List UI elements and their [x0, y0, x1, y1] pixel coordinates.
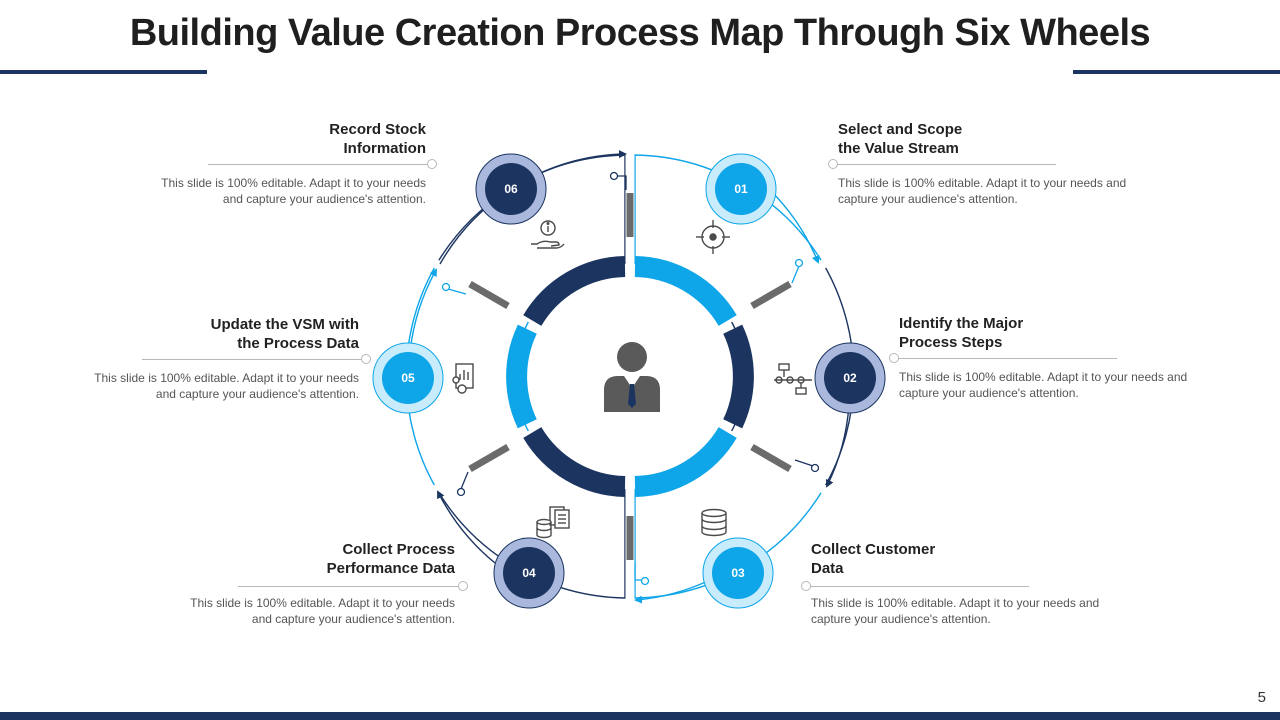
- step-01-desc-line1: This slide is 100% editable. Adapt it to…: [838, 176, 1127, 190]
- step-06-title-line2: Information: [343, 140, 427, 157]
- step-02-desc-line2: capture your audience's attention.: [899, 386, 1079, 400]
- ring-segment-06: [523, 256, 626, 327]
- step-03-dot: [801, 581, 811, 591]
- ring-segment-03: [634, 426, 737, 497]
- step-05-title-line1: Update the VSM with: [210, 316, 359, 333]
- step-circle-01: [705, 153, 777, 225]
- step-05-desc-line2: and capture your audience's attention.: [155, 387, 359, 401]
- step-01-title-line1: Select and Scope: [838, 121, 963, 138]
- title-rule-right: [1073, 70, 1280, 74]
- businessman-icon: [604, 342, 660, 412]
- divider-ticks: [468, 193, 792, 560]
- inner-ring: [506, 256, 754, 497]
- title-rule-left: [0, 70, 207, 74]
- step-circle-05: [372, 342, 444, 414]
- step-03-title-line2: Data: [811, 560, 844, 577]
- ring-segment-05: [506, 324, 537, 429]
- step-number-05: 05: [401, 371, 415, 385]
- step-01-underline: [836, 164, 1056, 165]
- flowchart-icon: [774, 363, 812, 395]
- ring-segment-04: [523, 426, 626, 497]
- step-circle-04: [493, 537, 565, 609]
- step-04-desc-line1: This slide is 100% editable. Adapt it to…: [190, 596, 455, 610]
- step-02-title-line1: Identify the Major: [899, 315, 1024, 332]
- step-05-desc-line1: This slide is 100% editable. Adapt it to…: [94, 371, 359, 385]
- step-number-04: 04: [522, 566, 536, 580]
- step-03-title-line1: Collect Customer: [811, 541, 936, 558]
- step-04-dot: [458, 581, 468, 591]
- step-circle-02: [814, 342, 886, 414]
- step-02-dot: [889, 353, 899, 363]
- step-03-desc-line2: capture your audience's attention.: [811, 612, 991, 626]
- step-03-desc-line1: This slide is 100% editable. Adapt it to…: [811, 596, 1100, 610]
- step-06-desc-line2: and capture your audience's attention.: [222, 192, 426, 206]
- step-06-title-line1: Record Stock: [329, 121, 426, 138]
- arrow-04-to-05: [437, 490, 496, 564]
- step-circle-06: [475, 153, 547, 225]
- arrow-05-to-06: [409, 268, 437, 353]
- arrow-02-to-03: [826, 404, 850, 488]
- step-04-desc-line2: and capture your audience's attention.: [251, 612, 455, 626]
- hand-info-icon: [531, 220, 565, 249]
- page-title: Building Value Creation Process Map Thro…: [129, 12, 1151, 54]
- step-03-underline: [809, 586, 1029, 587]
- documents-coins-icon: [536, 506, 570, 539]
- page-number: 5: [1257, 689, 1266, 706]
- step-04-title-line1: Collect Process: [342, 541, 455, 558]
- step-block-01: Select and Scope the Value Stream This sl…: [838, 120, 1158, 207]
- step-number-03: 03: [731, 566, 745, 580]
- step-05-underline: [142, 359, 362, 360]
- step-number-02: 02: [843, 371, 857, 385]
- step-05-dot: [361, 354, 371, 364]
- step-05-title-line2: the Process Data: [237, 335, 359, 352]
- step-06-underline: [208, 164, 428, 165]
- step-04-underline: [238, 586, 458, 587]
- step-number-01: 01: [734, 182, 748, 196]
- step-02-title-line2: Process Steps: [899, 334, 1003, 351]
- footer-bar: [0, 712, 1280, 720]
- step-block-05: Update the VSM with the Process Data This…: [39, 315, 359, 402]
- database-icon: [701, 508, 727, 537]
- step-01-title-line2: the Value Stream: [838, 140, 959, 157]
- step-number-06: 06: [504, 182, 518, 196]
- step-02-desc-line1: This slide is 100% editable. Adapt it to…: [899, 370, 1188, 384]
- step-06-dot: [427, 159, 437, 169]
- step-04-title-line2: Performance Data: [326, 560, 455, 577]
- step-circle-03: [702, 537, 774, 609]
- step-01-dot: [828, 159, 838, 169]
- step-02-underline: [897, 358, 1117, 359]
- step-01-desc-line2: capture your audience's attention.: [838, 192, 1018, 206]
- ring-segment-01: [634, 256, 737, 327]
- report-gear-icon: [452, 363, 474, 394]
- target-icon: [696, 220, 730, 254]
- ring-segment-02: [723, 324, 754, 429]
- step-06-desc-line1: This slide is 100% editable. Adapt it to…: [161, 176, 426, 190]
